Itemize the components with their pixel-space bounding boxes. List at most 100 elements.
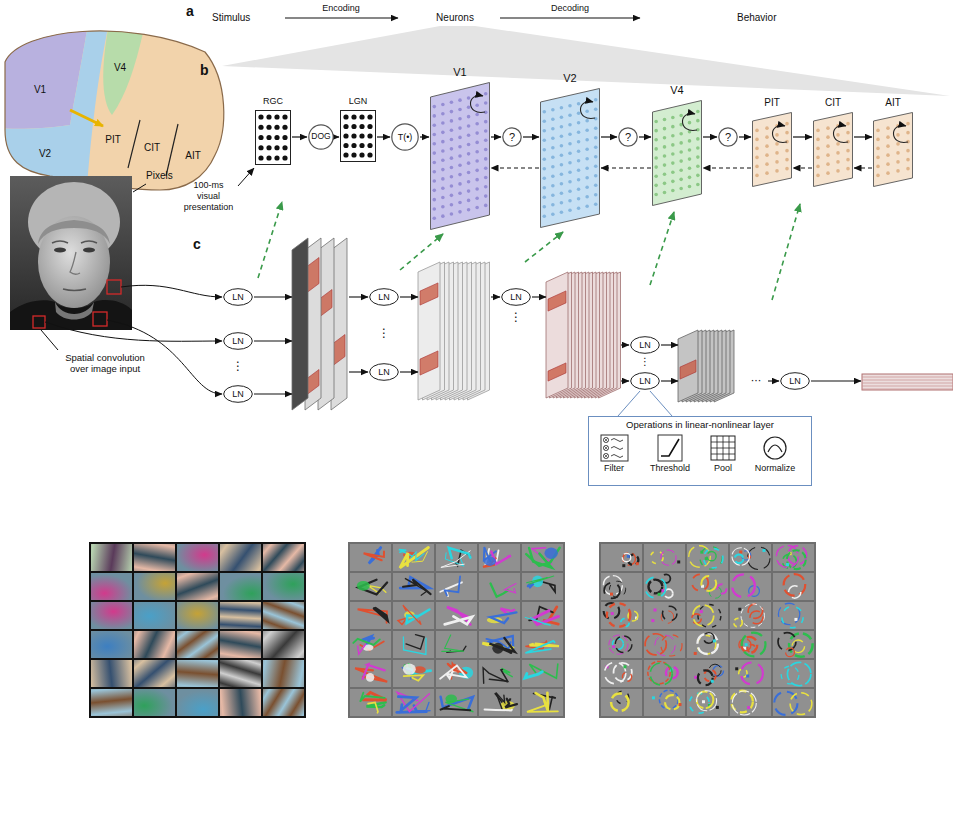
- node-caption: CIT: [793, 92, 873, 112]
- ln-oval: LN: [630, 372, 660, 390]
- filter-tile: [644, 602, 685, 629]
- neuron-dot: [594, 117, 598, 121]
- pool-icon: [711, 448, 735, 449]
- brain: [0, 0, 114, 200]
- filter-tile: [134, 602, 175, 629]
- neuron-dot: [475, 187, 479, 191]
- filter-tile: [601, 544, 642, 571]
- output-vector: [862, 386, 953, 387]
- feature-grid: [599, 542, 816, 718]
- layer-arrow: [661, 380, 678, 381]
- feature-dot: [611, 612, 614, 615]
- layer-arrow: [400, 296, 418, 297]
- cell-dot: [258, 114, 263, 119]
- feature-arc: [732, 574, 755, 597]
- neuron-dot: [568, 199, 572, 203]
- brain: [70, 110, 103, 126]
- neuron-dot: [484, 157, 488, 161]
- cell-dot: [367, 143, 372, 148]
- neuron-dot: [906, 131, 910, 135]
- cell-dot: [367, 114, 372, 119]
- node-label: Operations in linear-nonlinear layer: [589, 420, 811, 431]
- neuron-dot: [432, 198, 436, 202]
- feature-dot: [745, 643, 748, 646]
- neuron-dot: [432, 133, 436, 137]
- feature-blob: [366, 673, 374, 682]
- feature-dot: [713, 639, 716, 642]
- flow-arrow: [285, 17, 398, 18]
- neuron-dot: [467, 124, 471, 128]
- feature-dot: [747, 706, 750, 709]
- neuron-dot: [542, 110, 546, 114]
- neuron-dot: [594, 155, 598, 159]
- operation-circle: DOG: [308, 124, 334, 150]
- neuron-dot: [577, 121, 581, 125]
- feature-stroke: [483, 668, 507, 684]
- neuron-dot: [671, 125, 675, 129]
- feature-dot: [711, 680, 714, 683]
- stage-label-box: Stimulus: [212, 12, 250, 24]
- filter-tile: [177, 631, 218, 658]
- node-shape: [813, 112, 853, 187]
- receptive-patch: [333, 335, 345, 366]
- unknown-circle: ?: [618, 127, 638, 147]
- feature-stroke: [368, 703, 378, 713]
- area-label-box: V1: [34, 84, 46, 96]
- feature-arc: [734, 618, 743, 627]
- panel-letter-box: a: [186, 3, 194, 20]
- ellipsis-mark: ⋮: [232, 359, 244, 373]
- neuron-dot: [765, 135, 769, 139]
- neuron-dot: [450, 119, 454, 123]
- cell-dot: [343, 152, 348, 157]
- neuron-dot: [551, 203, 555, 207]
- neuron-dot: [775, 169, 779, 173]
- neuron-dot: [475, 141, 479, 145]
- cell-dot: [266, 155, 271, 160]
- flow-arrow: [500, 17, 640, 18]
- neuron-dot: [551, 155, 555, 159]
- neuron-dot: [441, 158, 445, 162]
- neuron-dot: [475, 122, 479, 126]
- node-label: LN: [639, 340, 651, 350]
- arrow-label-box: Encoding: [322, 3, 360, 14]
- filter-tile: [601, 602, 642, 629]
- filter-tile: [730, 689, 771, 716]
- feature-arc: [611, 693, 628, 710]
- normalize-icon: [768, 445, 782, 452]
- feature-blob: [484, 557, 496, 566]
- oval-outline: [781, 373, 810, 390]
- feature-arc: [741, 662, 763, 684]
- receptive-patch: [420, 351, 438, 375]
- filter-tile: [436, 544, 477, 571]
- feature-stroke: [404, 675, 424, 681]
- neuron-dot: [663, 145, 667, 149]
- panel-outline: [814, 113, 853, 187]
- area-panel: AIT: [873, 112, 913, 187]
- output-vector: [862, 389, 953, 390]
- projection-wedge: [222, 26, 950, 96]
- filter-tile: [220, 660, 261, 687]
- neuron-dot: [484, 120, 488, 124]
- neuron-dot: [467, 208, 471, 212]
- filter-tile: [522, 602, 563, 629]
- feature-stroke: [525, 617, 550, 625]
- neuron-dot: [467, 171, 471, 175]
- feature-arc: [787, 550, 806, 569]
- filter-icon: [611, 447, 623, 450]
- connector: [793, 136, 812, 137]
- neuron-dot: [594, 98, 598, 102]
- neuron-dot: [432, 216, 436, 220]
- connector: [335, 136, 339, 137]
- connector: [491, 167, 539, 168]
- image-label-box: Pixels: [146, 170, 173, 182]
- layer-arrow: [661, 344, 678, 345]
- area-label-box: V2: [39, 148, 51, 160]
- filter-tile: [393, 631, 434, 658]
- neuron-dot: [906, 149, 910, 153]
- neuron-dot: [585, 109, 589, 113]
- neuron-dot: [671, 180, 675, 184]
- filter-tile: [220, 689, 261, 716]
- neuron-dot: [836, 142, 840, 146]
- cell-dot: [359, 152, 364, 157]
